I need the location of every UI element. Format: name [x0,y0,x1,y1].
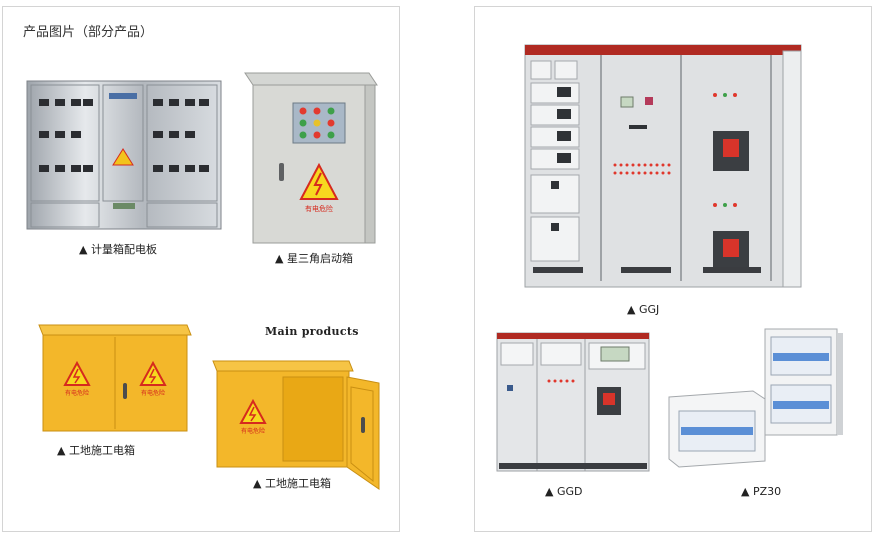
caption-pz30: ▲ PZ30 [741,485,782,498]
site-box-open-image: 有电危险 [212,360,380,490]
warning-label: 有电危险 [141,389,165,397]
caption-ggj: ▲ GGJ [627,303,660,316]
panel-title: 产品图片（部分产品） [23,25,154,40]
site-box-closed-image: 有电危险 有电危险 [38,324,192,432]
pz30-box-image [668,328,843,468]
left-product-panel: 产品图片（部分产品） ▲ 计量箱配电板 [2,6,400,532]
caption-ggd: ▲ GGD [545,485,583,498]
main-products-heading: Main products [265,325,359,338]
caption-star-delta: ▲ 星三角启动箱 [275,252,353,265]
ggd-cabinet-image [496,332,650,472]
star-delta-box-image: 有电危险 [244,72,378,244]
ggj-cabinet-image [524,44,802,288]
caption-meter-box: ▲ 计量箱配电板 [79,243,157,256]
warning-label: 有电危险 [241,427,265,435]
caption-site-box-closed: ▲ 工地施工电箱 [57,444,135,457]
right-product-panel: ▲ GGJ ▲ GGD ▲ PZ30 [474,6,872,532]
caption-site-box-open: ▲ 工地施工电箱 [253,477,331,490]
meter-box-image [26,80,222,230]
warning-label: 有电危险 [305,204,333,213]
warning-label: 有电危险 [65,389,89,397]
